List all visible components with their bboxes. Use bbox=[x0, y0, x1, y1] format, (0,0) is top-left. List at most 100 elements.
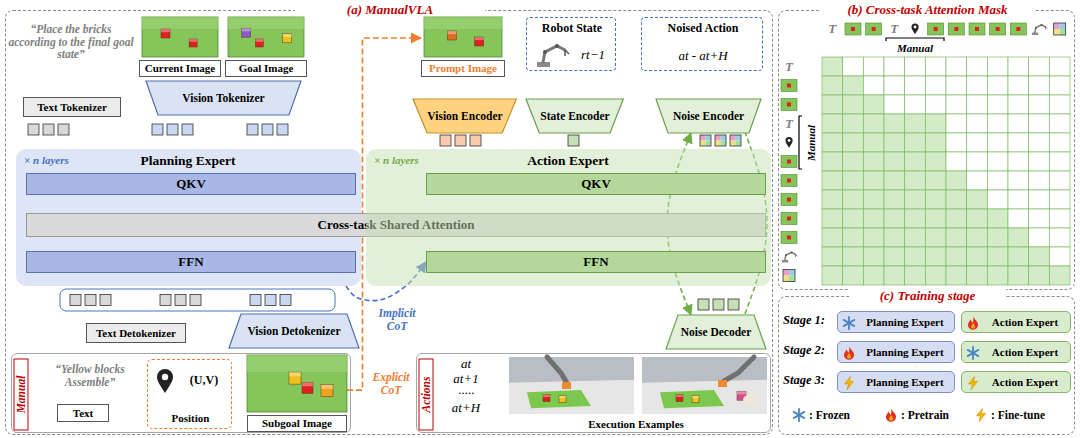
actions-panel: Actionsatat+1·····at+HExecution Examples bbox=[416, 353, 771, 433]
token-square bbox=[698, 299, 709, 310]
token-square bbox=[43, 124, 54, 135]
mask-cell bbox=[925, 171, 946, 190]
mask-cell bbox=[1029, 190, 1050, 209]
mask-cell bbox=[925, 209, 946, 228]
legend-text: : Pretrain bbox=[901, 406, 976, 424]
mask-cell bbox=[822, 114, 843, 133]
robot-arm bbox=[1035, 25, 1046, 33]
node-text: Text Detokenizer bbox=[87, 324, 185, 342]
mask-cell bbox=[863, 247, 884, 266]
mask-cell bbox=[843, 57, 864, 76]
block bbox=[302, 382, 313, 393]
mask-cell bbox=[946, 171, 967, 190]
mask-cell bbox=[987, 76, 1008, 95]
snowflake-stroke bbox=[798, 409, 800, 421]
robot-gripper bbox=[1045, 27, 1047, 30]
mask-cell bbox=[1049, 266, 1070, 285]
mask-cell bbox=[863, 266, 884, 285]
snowflake-core bbox=[797, 413, 800, 416]
mask-cell bbox=[884, 95, 905, 114]
flame-core bbox=[971, 323, 975, 328]
mask-cell bbox=[1029, 95, 1050, 114]
noise-cell bbox=[1054, 29, 1060, 35]
mask-cell bbox=[884, 114, 905, 133]
block-top bbox=[283, 34, 292, 37]
mask-cell bbox=[905, 228, 926, 247]
token-square bbox=[250, 295, 261, 306]
mask-cell bbox=[884, 190, 905, 209]
bolt-icon bbox=[966, 376, 980, 390]
block-top bbox=[289, 372, 301, 376]
robot-joint bbox=[1035, 27, 1037, 29]
block-top bbox=[676, 395, 683, 397]
node-text: Noised Action bbox=[642, 21, 764, 37]
mask-cell bbox=[946, 209, 967, 228]
image-token-block bbox=[787, 84, 791, 88]
image-token-icon bbox=[990, 23, 1006, 35]
legend-text: : Fine-tune bbox=[991, 406, 1066, 424]
legend-icon bbox=[884, 408, 898, 422]
mask-cell bbox=[863, 228, 884, 247]
noise-cell bbox=[721, 135, 727, 141]
token-square bbox=[280, 295, 291, 306]
mask-cell bbox=[863, 114, 884, 133]
token-square bbox=[470, 135, 481, 146]
token-square bbox=[152, 124, 163, 135]
node-text: at+H bbox=[441, 401, 491, 416]
mask-cell bbox=[1008, 95, 1029, 114]
mask-cell bbox=[946, 228, 967, 247]
noise-cell bbox=[736, 141, 742, 147]
image-token-icon bbox=[781, 175, 797, 187]
mask-cell bbox=[987, 114, 1008, 133]
mask-cell bbox=[946, 114, 967, 133]
execution-photo bbox=[642, 357, 767, 414]
mask-cell bbox=[925, 152, 946, 171]
image-token-icon bbox=[781, 194, 797, 206]
node-text: (U,V) bbox=[178, 372, 230, 390]
mask-cell bbox=[967, 209, 988, 228]
mask-cell bbox=[843, 266, 864, 285]
snowflake-stroke bbox=[844, 320, 855, 326]
snow-icon bbox=[966, 346, 980, 360]
image-token-block bbox=[787, 160, 791, 164]
execution-examples bbox=[509, 357, 767, 414]
legend-item: : Pretrain bbox=[884, 406, 976, 424]
annotation-label: T bbox=[886, 21, 902, 37]
mask-cell bbox=[946, 57, 967, 76]
trapezoid-outline bbox=[666, 315, 766, 349]
mask-cell bbox=[967, 95, 988, 114]
pin-icon bbox=[785, 137, 792, 148]
block bbox=[189, 39, 197, 47]
mask-cell bbox=[843, 247, 864, 266]
image-token-block bbox=[934, 27, 938, 31]
block-top bbox=[242, 28, 251, 31]
robot-token-icon bbox=[1032, 24, 1047, 35]
execution-photo bbox=[509, 357, 634, 414]
mask-cell bbox=[987, 247, 1008, 266]
image-token-block bbox=[787, 198, 791, 202]
flame-icon bbox=[968, 317, 978, 330]
node-text: Execution Examples bbox=[507, 416, 765, 432]
mask-cell bbox=[822, 76, 843, 95]
snowflake-stroke bbox=[968, 350, 979, 356]
mask-cell bbox=[946, 247, 967, 266]
detokenizer-box: Text Detokenizer bbox=[86, 323, 186, 343]
vision-detokenizer: Vision Detokenizer bbox=[229, 314, 359, 348]
snowflake-core bbox=[971, 351, 974, 354]
image-token-block bbox=[851, 27, 855, 31]
pin-token-icon bbox=[785, 137, 792, 148]
mask-cell bbox=[822, 171, 843, 190]
noise-cell bbox=[700, 141, 706, 147]
robot-arm bbox=[724, 357, 754, 381]
mask-cell bbox=[967, 133, 988, 152]
noise-cell bbox=[730, 135, 736, 141]
legend-icon bbox=[974, 408, 988, 422]
node-text: Text Tokenizer bbox=[24, 98, 120, 116]
node-text: Action Expert bbox=[962, 342, 1070, 362]
image-field bbox=[228, 17, 304, 57]
pin-icon bbox=[156, 368, 174, 394]
annotation-label: T bbox=[781, 59, 797, 75]
robot-arm bbox=[547, 357, 567, 383]
robot-token-icon bbox=[782, 251, 797, 262]
